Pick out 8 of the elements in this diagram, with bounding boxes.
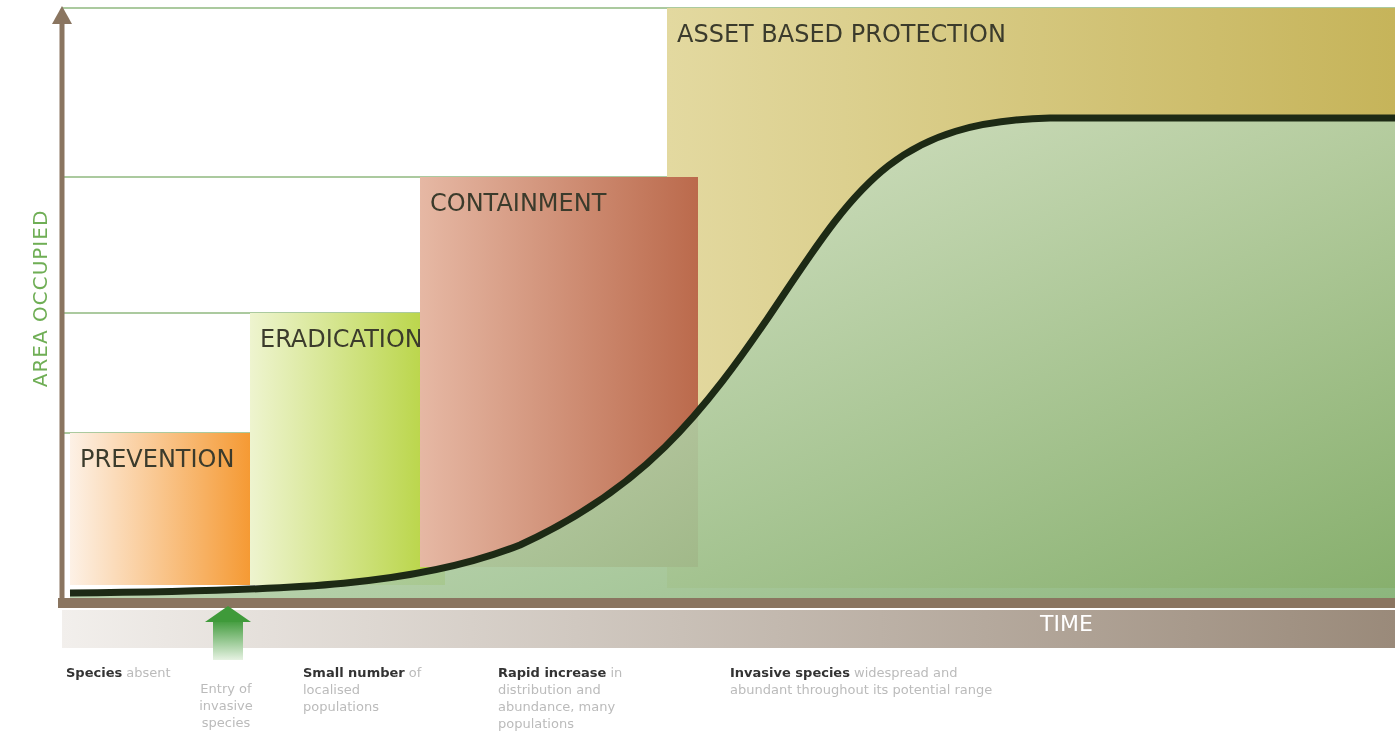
stage-band: PREVENTION xyxy=(70,433,250,585)
stage-description: Small number of localised populations xyxy=(303,664,423,715)
stage-description: Entry of invasive species xyxy=(198,680,254,731)
stage-description: Rapid increase in distribution and abundance, many populations xyxy=(498,664,624,732)
axis-title: TIME xyxy=(1040,615,1094,632)
stage-description: Invasive species widespread and abundant throughout its potential range xyxy=(730,664,994,698)
axis-title: AREA OCCUPIED xyxy=(31,208,49,390)
stage-description: Species absent xyxy=(66,664,172,681)
